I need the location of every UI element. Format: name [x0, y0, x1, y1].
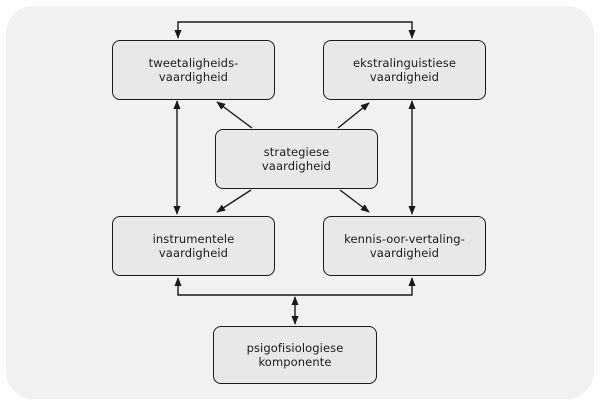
node-label-kennis-oor-vertaling: kennis-oor-vertaling- vaardigheid [344, 232, 465, 260]
node-label-tweetaligheids: tweetaligheids- vaardigheid [148, 56, 239, 84]
node-label-psigofisiologies: psigofisiologiese komponente [246, 341, 344, 369]
node-label-instrumenteel: instrumentele vaardigheid [152, 232, 235, 260]
node-tweetaligheids-vaardigheid: tweetaligheids- vaardigheid [112, 40, 275, 100]
node-label-strategies: strategiese vaardigheid [261, 145, 332, 173]
node-label-ekstralinguisties: ekstralinguistiese vaardigheid [352, 56, 457, 84]
node-kennis-oor-vertaling-vaardigheid: kennis-oor-vertaling- vaardigheid [323, 216, 486, 276]
node-strategiese-vaardigheid: strategiese vaardigheid [215, 129, 378, 189]
node-ekstralinguistiese-vaardigheid: ekstralinguistiese vaardigheid [323, 40, 486, 100]
node-instrumentele-vaardigheid: instrumentele vaardigheid [112, 216, 275, 276]
node-psigofisiologiese-komponente: psigofisiologiese komponente [213, 326, 377, 384]
